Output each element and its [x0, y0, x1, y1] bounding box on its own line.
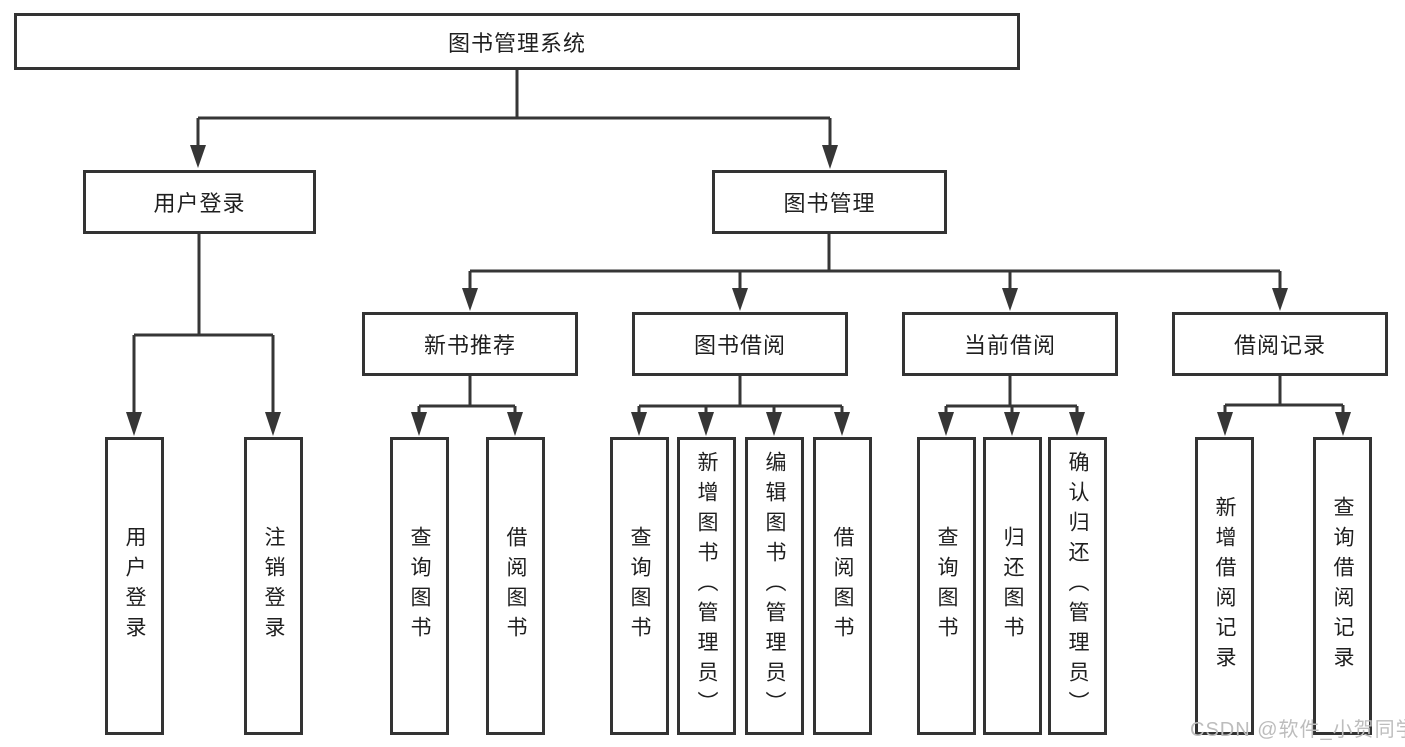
leaf-current-return-books: 归还图书 [983, 437, 1042, 735]
connector-userlogin-to-leaves [132, 234, 275, 415]
arrow-down-icon [462, 288, 478, 311]
leaf-borrowing-edit-books-admin: 编辑图书（管理员） [745, 437, 804, 735]
csdn-watermark: CSDN @软件_小贺同学 [1190, 719, 1405, 741]
arrow-down-icon [834, 412, 850, 436]
arrow-down-icon [1335, 412, 1351, 436]
leaf-records-add-borrow-record: 新增借阅记录 [1195, 437, 1254, 735]
node-library-management-system: 图书管理系统 [14, 13, 1020, 70]
leaf-borrowing-borrow-books: 借阅图书 [813, 437, 872, 735]
arrow-down-icon [190, 145, 206, 168]
leaf-user-login: 用户登录 [105, 437, 164, 735]
leaf-borrowing-query-books: 查询图书 [610, 437, 669, 735]
arrow-down-icon [507, 412, 523, 436]
node-book-management: 图书管理 [712, 170, 947, 234]
connector-bookmgmt-to-level3 [468, 234, 1282, 290]
arrow-down-icon [1004, 412, 1020, 436]
node-new-book-recommendation: 新书推荐 [362, 312, 578, 376]
arrow-down-icon [1272, 288, 1288, 311]
arrow-down-icon [766, 412, 782, 436]
arrow-down-icon [631, 412, 647, 436]
arrow-down-icon [698, 412, 714, 436]
leaf-records-query-borrow-record: 查询借阅记录 [1313, 437, 1372, 735]
arrow-down-icon [1217, 412, 1233, 436]
arrow-down-icon [938, 412, 954, 436]
arrow-down-icon [822, 145, 838, 169]
connector-current-to-leaves [944, 376, 1079, 417]
leaf-current-confirm-return-admin: 确认归还（管理员） [1048, 437, 1107, 735]
arrow-down-icon [126, 412, 142, 436]
node-book-borrowing: 图书借阅 [632, 312, 848, 376]
leaf-newbook-borrow-books: 借阅图书 [486, 437, 545, 735]
leaf-newbook-query-books: 查询图书 [390, 437, 449, 735]
arrow-down-icon [265, 412, 281, 436]
arrow-down-icon [1002, 288, 1018, 311]
arrow-down-icon [732, 288, 748, 311]
connector-newbook-to-leaves [417, 376, 517, 417]
leaf-borrowing-add-books-admin: 新增图书（管理员） [677, 437, 736, 735]
arrow-down-icon [1069, 412, 1085, 436]
node-user-login: 用户登录 [83, 170, 316, 234]
arrow-down-icon [411, 412, 427, 436]
connector-borrowing-to-leaves [637, 376, 844, 417]
leaf-current-query-books: 查询图书 [917, 437, 976, 735]
node-borrow-records: 借阅记录 [1172, 312, 1388, 376]
leaf-logout: 注销登录 [244, 437, 303, 735]
connector-records-to-leaves [1223, 376, 1345, 417]
node-current-borrowing: 当前借阅 [902, 312, 1118, 376]
connector-root-to-level2 [196, 69, 832, 147]
